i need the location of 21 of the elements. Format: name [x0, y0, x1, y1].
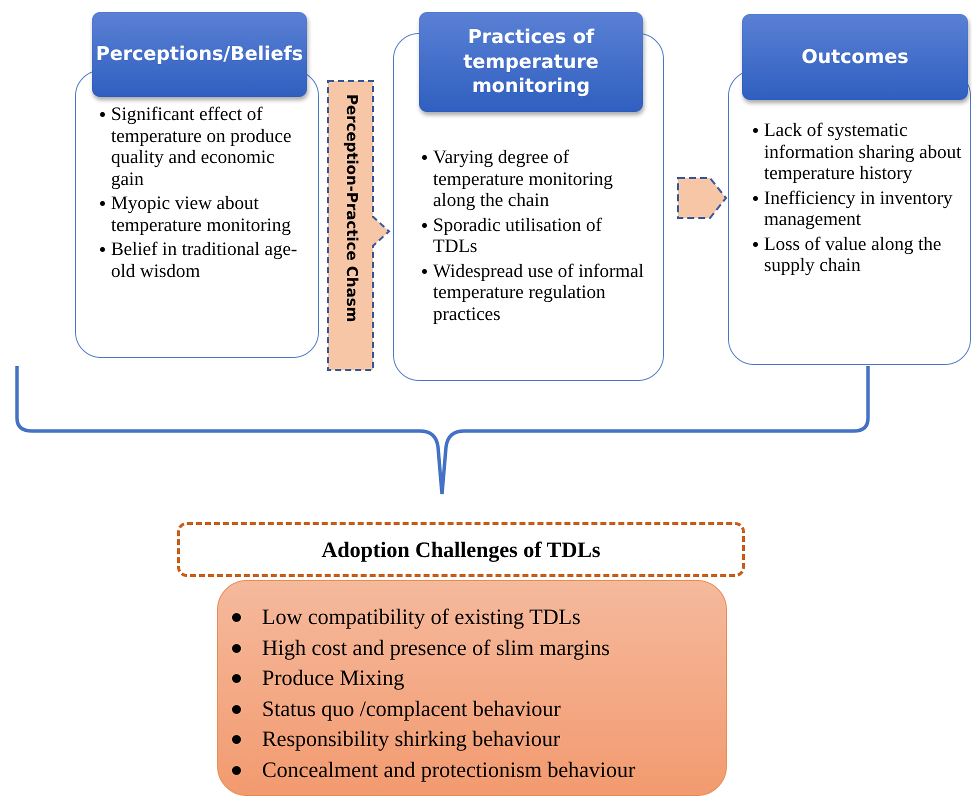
bullet-text: Produce Mixing: [262, 665, 404, 690]
bullet-text: Loss of value along the supply chain: [764, 234, 942, 276]
stage-heading: Perceptions/Beliefs: [92, 12, 307, 97]
bullet-text: Significant effect of temperature on produce quality and economic gain: [111, 104, 292, 190]
bullet-text: Low compatibility of existing TDLs: [262, 604, 581, 629]
bullet-text: High cost and presence of slim margins: [262, 634, 610, 660]
stage-heading: Practices of temperature monitoring: [419, 12, 643, 112]
bullet-text: Status quo /complacent behaviour: [262, 696, 561, 720]
chevron-arrow: [677, 177, 728, 219]
chasm-label: Perception-Practice Chasm: [343, 94, 361, 322]
bullet-text: Inefficiency in inventory management: [764, 188, 953, 230]
bullet-text: Concealment and protectionism behaviour: [262, 756, 636, 782]
bullet-text: Lack of systematic information sharing about temperature history: [764, 120, 962, 184]
bullet-text: Varying degree of temperature monitoring along the chain: [433, 147, 613, 211]
bullet-text: Myopic view about temperature monitoring: [111, 193, 291, 236]
challenges-heading: Adoption Challenges of TDLs: [177, 522, 745, 577]
bullet-text: Sporadic utilisation of TDLs: [433, 214, 602, 257]
stage-heading: Outcomes: [742, 14, 968, 100]
bullet-text: Widespread use of informal temperature regulation practices: [433, 260, 644, 324]
bullet-text: Belief in traditional age-old wisdom: [111, 239, 298, 282]
bullet-text: Responsibility shirking behaviour: [262, 726, 560, 751]
